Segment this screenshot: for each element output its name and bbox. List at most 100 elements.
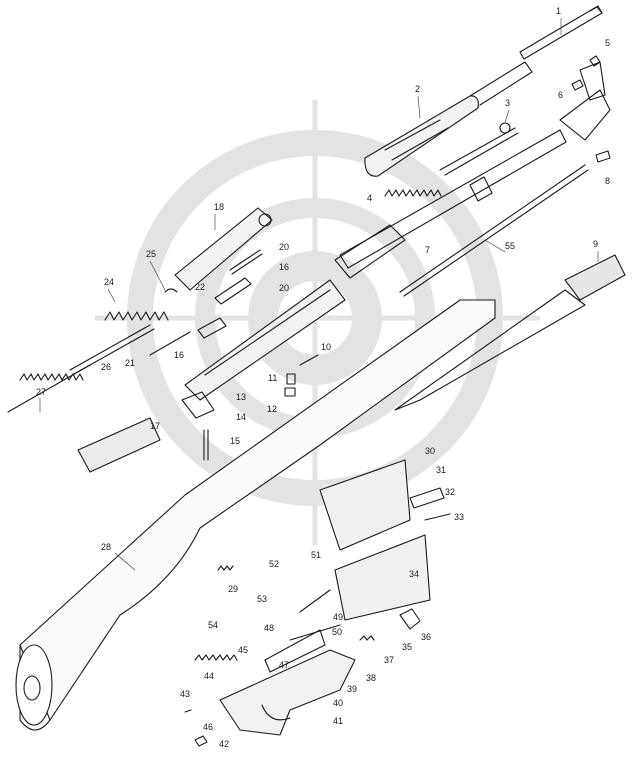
part-47-hammer (264, 629, 326, 673)
part-4-spring (384, 189, 442, 197)
label-39: 39 (347, 684, 357, 694)
part-8-screw (595, 150, 611, 163)
label-48: 48 (264, 623, 274, 633)
part-1-gas-piston (519, 5, 603, 60)
part-12-block (284, 387, 296, 397)
part-49-spring (299, 589, 331, 613)
label-6: 6 (558, 90, 563, 100)
part-front-sight (559, 61, 611, 141)
part-6-screw (571, 79, 584, 91)
label-35: 35 (402, 642, 412, 652)
part-14-follower (181, 391, 215, 419)
label-53: 53 (257, 594, 267, 604)
part-32-plate (409, 487, 445, 509)
part-28-stock (15, 299, 496, 731)
part-9-bayonet (394, 254, 626, 411)
label-13: 13 (236, 392, 246, 402)
part-54-spring (194, 654, 238, 661)
label-46: 46 (203, 722, 213, 732)
label-20b: 20 (279, 283, 289, 293)
label-18: 18 (214, 202, 224, 212)
part-36-safety (399, 608, 421, 630)
label-2: 2 (415, 84, 420, 94)
label-24: 24 (104, 277, 114, 287)
label-26: 26 (101, 362, 111, 372)
part-34-magazine-bottom (334, 534, 431, 621)
label-51: 51 (311, 550, 321, 560)
label-42: 42 (219, 739, 229, 749)
part-15-rod (203, 429, 209, 461)
part-42-pin (194, 735, 208, 747)
label-55: 55 (505, 241, 515, 251)
label-38: 38 (366, 673, 376, 683)
label-47: 47 (279, 660, 289, 670)
label-10: 10 (321, 342, 331, 352)
label-16b: 16 (279, 262, 289, 272)
part-30-magazine (319, 459, 411, 551)
part-17-tube (77, 417, 161, 473)
label-3: 3 (505, 98, 510, 108)
label-29: 29 (228, 584, 238, 594)
label-32: 32 (445, 487, 455, 497)
label-1: 1 (556, 6, 561, 16)
label-37: 37 (384, 655, 394, 665)
label-40: 40 (333, 698, 343, 708)
part-2-handguard (364, 61, 533, 177)
part-29-spring (217, 565, 234, 571)
label-22: 22 (195, 282, 205, 292)
label-21: 21 (125, 358, 135, 368)
part-7-bolt (334, 224, 406, 279)
part-22-firing-pin (197, 317, 227, 339)
label-44: 44 (204, 671, 214, 681)
label-5: 5 (605, 38, 610, 48)
label-15: 15 (230, 436, 240, 446)
part-18-receiver-cover (174, 207, 273, 291)
part-55-cleaning-rod (399, 164, 589, 297)
label-45: 45 (238, 645, 248, 655)
label-30: 30 (425, 446, 435, 456)
label-50: 50 (332, 627, 342, 637)
label-49: 49 (333, 612, 343, 622)
label-27: 27 (36, 387, 46, 397)
label-8: 8 (605, 176, 610, 186)
part-37-spring (359, 635, 375, 641)
part-20-spring (229, 249, 263, 275)
label-12: 12 (267, 404, 277, 414)
label-20: 20 (279, 242, 289, 252)
label-25: 25 (146, 249, 156, 259)
label-7: 7 (425, 245, 430, 255)
label-33: 33 (454, 512, 464, 522)
leader-lines (39, 18, 599, 571)
label-34: 34 (409, 569, 419, 579)
part-11-block (286, 373, 296, 385)
label-41: 41 (333, 716, 343, 726)
label-36: 36 (421, 632, 431, 642)
part-10-spring (299, 354, 319, 366)
part-24-recoil-spring (104, 311, 169, 321)
part-16-extractor (214, 277, 252, 305)
label-9: 9 (593, 239, 598, 249)
label-28: 28 (101, 542, 111, 552)
part-39-trigger-guard (219, 649, 356, 736)
label-43: 43 (180, 689, 190, 699)
label-11: 11 (268, 373, 277, 383)
label-16: 16 (174, 350, 184, 360)
label-4: 4 (367, 193, 372, 203)
part-barrel (339, 129, 567, 269)
label-54: 54 (208, 620, 218, 630)
part-27-rod (7, 364, 91, 413)
part-50-trigger (289, 624, 341, 641)
part-43-pin (184, 709, 192, 713)
label-31: 31 (436, 465, 446, 475)
part-21-pin (149, 331, 191, 356)
part-labels: 1 2 3 4 5 6 7 8 9 10 11 12 13 14 15 16 1… (36, 6, 610, 749)
label-52: 52 (269, 559, 279, 569)
part-3-rod (439, 122, 519, 176)
part-33-pin (424, 513, 451, 521)
label-14: 14 (236, 412, 246, 422)
part-27-spring (19, 373, 84, 381)
label-17: 17 (150, 421, 160, 431)
part-25-clip (164, 288, 178, 293)
